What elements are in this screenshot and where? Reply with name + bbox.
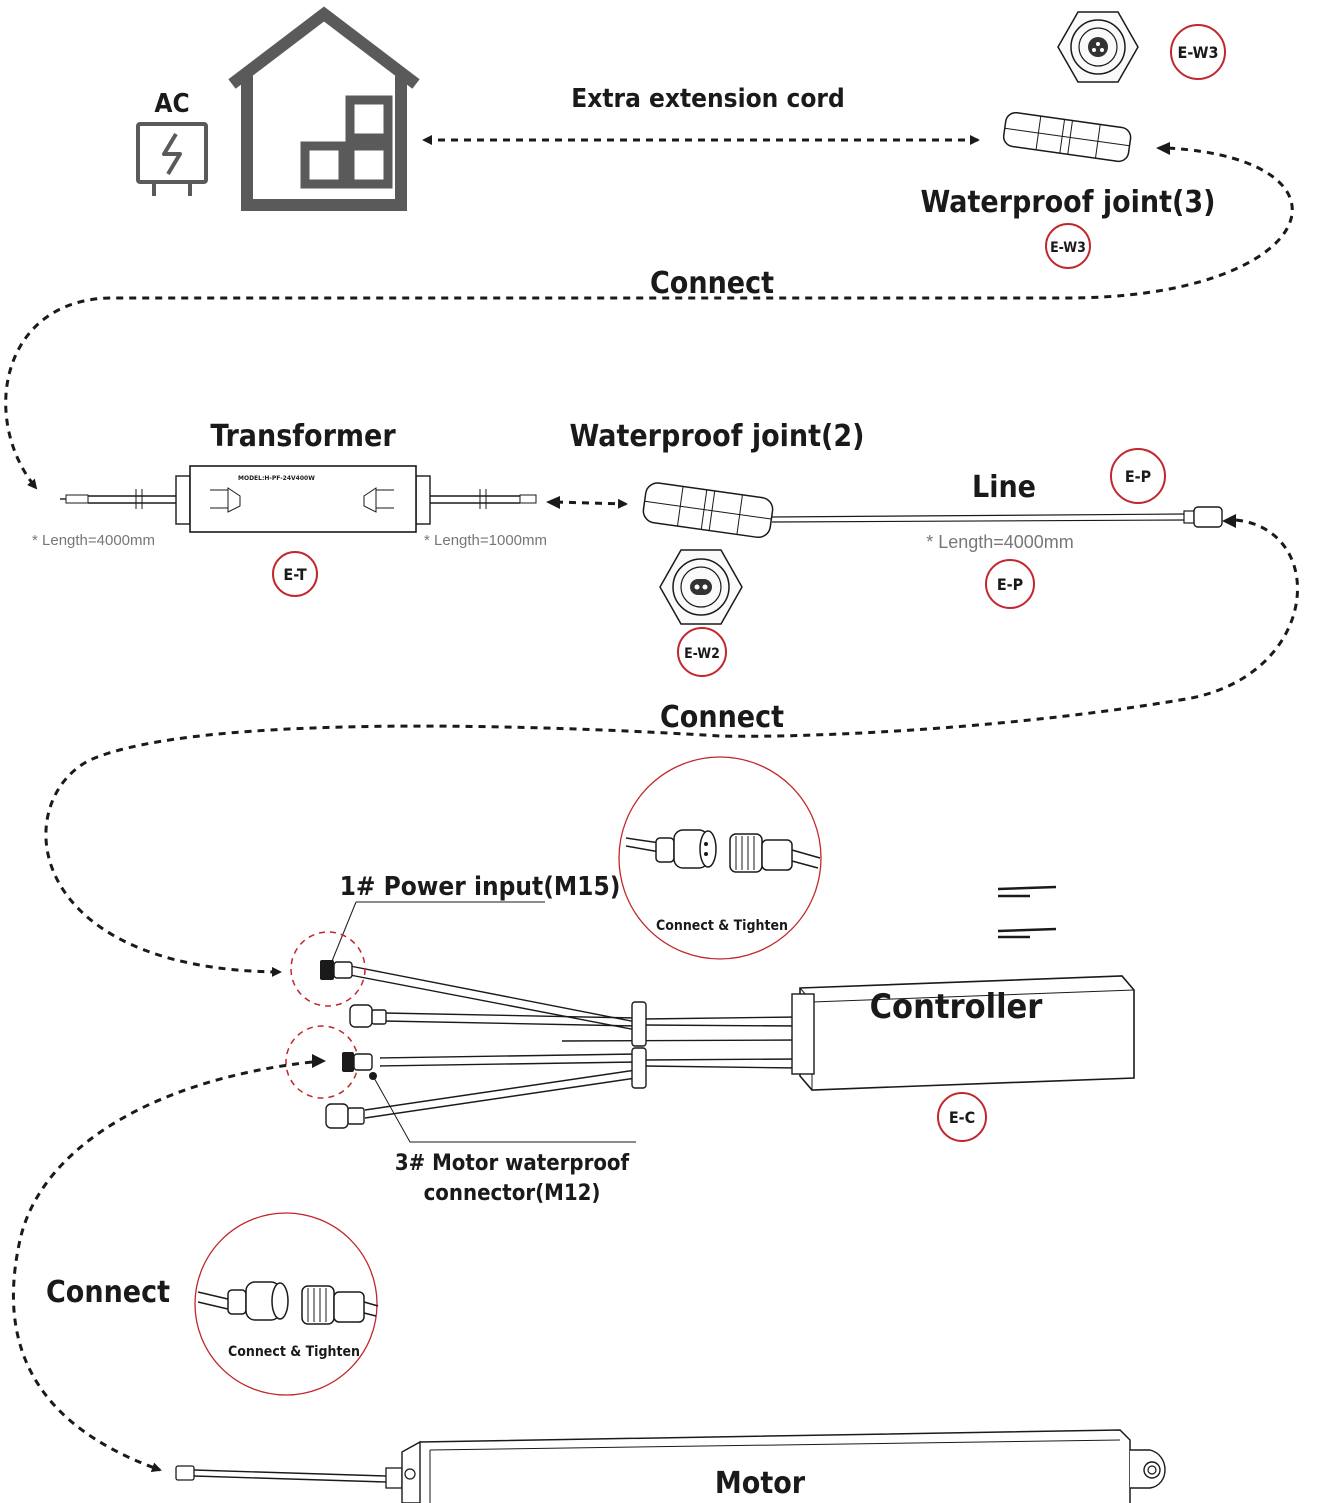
transformer: MODEL:H-PF-24V400W [60, 465, 537, 533]
waterproof-joint-2 [642, 482, 774, 539]
svg-text:E-W3: E-W3 [1050, 240, 1086, 256]
motor-connector-label-2: connector(M12) [424, 1181, 601, 1206]
arrow-head [1156, 142, 1170, 155]
tag-e-w2: E-W2 [677, 627, 727, 677]
svg-text:E-T: E-T [283, 565, 306, 584]
transformer-output-length: * Length=1000mm [424, 532, 547, 549]
controller-connector-2 [349, 1004, 387, 1028]
waterproof-joint-3-label: Waterproof joint(3) [921, 185, 1216, 220]
power-input-label: 1# Power input(M15) [340, 872, 621, 902]
decorative-marks [997, 885, 1057, 939]
waterproof-joint-2-label: Waterproof joint(2) [570, 419, 865, 454]
svg-text:MODEL:H-PF-24V400W: MODEL:H-PF-24V400W [238, 475, 315, 482]
transformer-input-length: * Length=4000mm [32, 532, 155, 549]
tag-e-p-top: E-P [1110, 448, 1166, 504]
svg-text:E-C: E-C [949, 1108, 975, 1127]
motor-connector-label-1: 3# Motor waterproof [395, 1151, 630, 1176]
tag-e-w3: E-W3 [1045, 223, 1091, 269]
house-icon [228, 6, 420, 211]
motor-label: Motor [715, 1466, 806, 1501]
ac-label: AC [154, 89, 189, 119]
arrow-head [312, 1054, 326, 1068]
arrow-head [546, 496, 560, 509]
svg-text:Connect & Tighten: Connect & Tighten [228, 1344, 360, 1360]
connect-label-3: Connect [46, 1275, 170, 1310]
connect-path-1 [4, 146, 1294, 490]
connect-label-2: Connect [660, 700, 784, 735]
transformer-joint2-arrow [555, 498, 628, 509]
waterproof-joint-3-nut [1057, 11, 1139, 83]
waterproof-joint-3 [1002, 111, 1132, 163]
waterproof-joint-2-nut [659, 549, 743, 625]
controller-cables [349, 965, 801, 1119]
connect-path-2 [44, 518, 1299, 977]
ac-power-icon [136, 122, 208, 196]
connect-tighten-detail-2: Connect & Tighten [194, 1212, 379, 1396]
tag-e-w3-top: E-W3 [1170, 24, 1226, 80]
svg-text:E-P: E-P [1125, 467, 1151, 486]
svg-text:E-P: E-P [997, 575, 1023, 594]
arrow-head [422, 135, 432, 145]
leader-motor-connector [372, 1075, 636, 1143]
controller-box [791, 975, 1135, 1091]
tag-e-t: E-T [272, 551, 318, 597]
power-line-cable [771, 506, 1223, 528]
controller-connector-4 [325, 1103, 365, 1129]
connect-tighten-detail-1: Connect & Tighten [618, 756, 822, 960]
power-input-connector [290, 931, 366, 1007]
transformer-label: Transformer [210, 419, 396, 454]
svg-text:E-W2: E-W2 [684, 646, 720, 662]
line-length: * Length=4000mm [926, 532, 1074, 552]
extension-cord-label: Extra extension cord [571, 84, 844, 114]
motor [175, 1429, 1166, 1503]
controller-label: Controller [870, 987, 1044, 1027]
connect-label-1: Connect [650, 266, 774, 301]
motor-connector [285, 1025, 377, 1099]
tag-e-c: E-C [937, 1092, 987, 1142]
arrow-head [1222, 514, 1236, 528]
svg-text:Connect & Tighten: Connect & Tighten [656, 918, 788, 934]
line-label: Line [972, 470, 1036, 505]
tag-e-p: E-P [985, 559, 1035, 609]
svg-text:E-W3: E-W3 [1178, 43, 1219, 62]
